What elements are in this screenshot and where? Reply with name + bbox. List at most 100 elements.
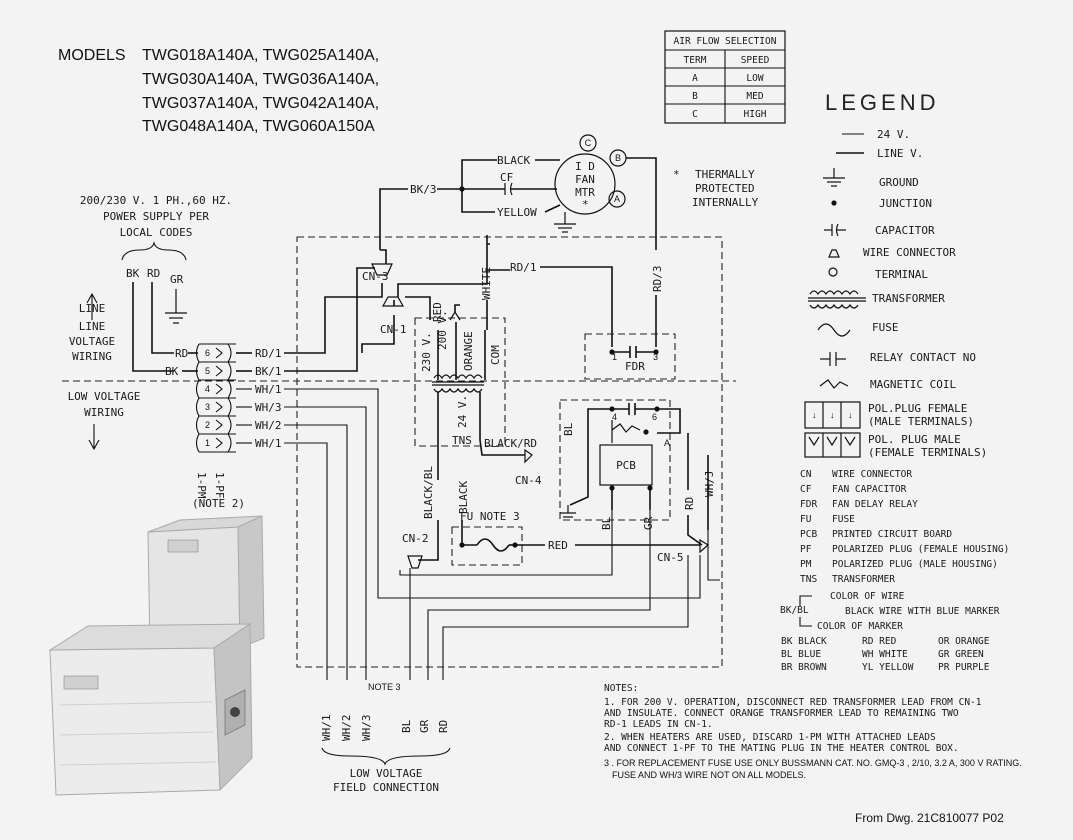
plug-label-1pf: 1-PF [213, 472, 226, 499]
legend-plug-male-label-1: POL. PLUG MALE [868, 433, 961, 446]
abbr-code: CN [800, 469, 812, 480]
plug-pin: 3 [205, 402, 210, 412]
color-code: OR ORANGE [938, 636, 990, 647]
color-code: RD RED [862, 636, 897, 647]
unit-access-latch-icon [230, 707, 240, 717]
power-supply-line-1: 200/230 V. 1 PH.,60 HZ. [80, 194, 232, 207]
cn4-label: CN-4 [515, 474, 542, 487]
abbr-meaning: FUSE [832, 514, 855, 525]
supply-ground-icon [165, 289, 187, 324]
pcb-bl-label: BL [600, 516, 613, 530]
color-of-wire-label: COLOR OF WIRE [830, 591, 905, 602]
up-arrow-icon [86, 292, 98, 320]
relay-pin-4: 4 [612, 412, 617, 422]
note-1-line-1: 1. FOR 200 V. OPERATION, DISCONNECT RED … [604, 697, 982, 708]
side-label-line: LINE [79, 320, 106, 333]
plug-wire-wh2: WH/2 [255, 419, 282, 432]
legend-capacitor-label: CAPACITOR [875, 224, 935, 237]
fuse-red-wire-label: RED [548, 539, 568, 552]
abbr-meaning: TRANSFORMER [832, 574, 895, 585]
plug-pin: 5 [205, 366, 210, 376]
fan-delay-relay: 1 3 FDR [584, 333, 676, 380]
legend-plug-male-label-2: (FEMALE TERMINALS) [868, 446, 987, 459]
abbr-meaning: POLARIZED PLUG (MALE HOUSING) [832, 559, 998, 570]
abbr-code: FU [800, 514, 812, 525]
abbr-code: FDR [800, 499, 817, 510]
legend-fuse-label: FUSE [872, 321, 899, 334]
legend-transformer-label: TRANSFORMER [872, 292, 945, 305]
svg-text:↓: ↓ [812, 410, 817, 420]
abbr-code: CF [800, 484, 812, 495]
legend-fuse-icon [817, 323, 851, 337]
transformer-red-lead: RED [431, 302, 444, 322]
legend-plug-female-icon: ↓↓↓ [804, 401, 861, 429]
thermal-note-1: THERMALLY [695, 168, 755, 181]
field-wire-wh3: WH/3 [360, 715, 373, 742]
plug-pin: 4 [205, 384, 210, 394]
color-code: PR PURPLE [938, 662, 990, 673]
abbr-code: PF [800, 544, 812, 555]
airflow-col-speed: SPEED [741, 55, 770, 66]
plug-wire-wh1-b: WH/1 [255, 437, 282, 450]
cn3-label: CN-3 [362, 270, 389, 283]
field-wire-rd: RD [437, 720, 450, 733]
fan-terminal-c [579, 134, 597, 152]
cn5-label: CN-5 [657, 551, 684, 564]
polarized-plug: RD BK 6 5 4 3 2 1 RD/1 BK/1 WH/1 WH/3 WH… [165, 343, 282, 510]
fan-motor: I D FAN MTR * C B A [554, 134, 627, 233]
legend-ground-label: GROUND [879, 176, 919, 189]
pcb-rd-label: RD [683, 497, 696, 510]
marker-description: BLACK WIRE WITH BLUE MARKER [845, 606, 1000, 617]
legend-plug-female-label-1: POL.PLUG FEMALE [868, 402, 967, 415]
fan-terminal-c-label: C [585, 138, 592, 148]
white-wire-label: WHITE [480, 267, 493, 300]
power-supply-line-2: POWER SUPPLY PER [103, 210, 209, 223]
color-code: BK BLACK [781, 636, 827, 647]
abbr-code: TNS [800, 574, 817, 585]
fan-terminal-a [608, 190, 626, 208]
fan-motor-wiring: BLACK BK/3 CF YELLOW [379, 154, 657, 250]
note-3-line-1: 3 . FOR REPLACEMENT FUSE USE ONLY BUSSMA… [604, 758, 1022, 768]
airflow-col-term: TERM [684, 55, 707, 66]
note-1-line-3: RD-1 LEADS IN CN-1. [604, 719, 713, 730]
plug-note-2: (NOTE 2) [192, 497, 245, 510]
note-2-line-1: 2. WHEN HEATERS ARE USED, DISCARD 1-PM W… [604, 732, 936, 743]
unit-logo-badge-lower [63, 675, 99, 690]
color-of-marker-label: COLOR OF MARKER [817, 621, 903, 632]
svg-text:↓: ↓ [848, 410, 853, 420]
color-code: YL YELLOW [862, 662, 914, 673]
legend-magnetic-coil-label: MAGNETIC COIL [870, 378, 956, 391]
color-code: BL BLUE [781, 649, 821, 660]
airflow-speed-low: LOW [746, 73, 763, 84]
legend-magnetic-coil-icon [819, 379, 849, 389]
plug-label-1pm: 1-PM [195, 472, 208, 499]
models-line-1: TWG018A140A, TWG025A140A, [142, 47, 379, 64]
plug-pin: 6 [205, 348, 210, 358]
transformer-24v-label: 24 V. [456, 395, 469, 428]
cn2-label: CN-2 [402, 532, 429, 545]
transformer-200v-label: 200 V. [436, 310, 449, 350]
unit-logo-badge-upper [167, 539, 199, 553]
airflow-term-c: C [692, 109, 698, 120]
legend-title: LEGEND [825, 90, 939, 115]
legend-junction-label: JUNCTION [879, 197, 932, 210]
fdr-pin-1: 1 [612, 352, 617, 362]
abbr-code: PCB [800, 529, 817, 540]
legend-junction-icon [831, 200, 837, 206]
connector-cn5: CN-5 [657, 538, 710, 564]
transformer-com-label: COM [489, 345, 502, 365]
abbr-meaning: POLARIZED PLUG (FEMALE HOUSING) [832, 544, 1009, 555]
legend-wire-color-key: COLOR OF WIRE BK/BL BLACK WIRE WITH BLUE… [780, 591, 1000, 673]
legend-ground-icon [823, 168, 845, 187]
field-connection: WH/1 WH/2 WH/3 BL GR RD NOTE 3 LOW VOLTA… [320, 682, 451, 794]
airflow-title: AIR FLOW SELECTION [674, 36, 777, 47]
legend-terminal-label: TERMINAL [875, 268, 928, 281]
thermal-note-2: PROTECTED [695, 182, 755, 195]
cn1-label: CN-1 [380, 323, 407, 336]
fdr-label: FDR [625, 360, 645, 373]
down-arrow-icon [88, 424, 100, 451]
fuse-label: FU NOTE 3 [460, 510, 520, 523]
fan-wire-bk3-label: BK/3 [410, 183, 437, 196]
plug-pin: 1 [205, 438, 210, 448]
